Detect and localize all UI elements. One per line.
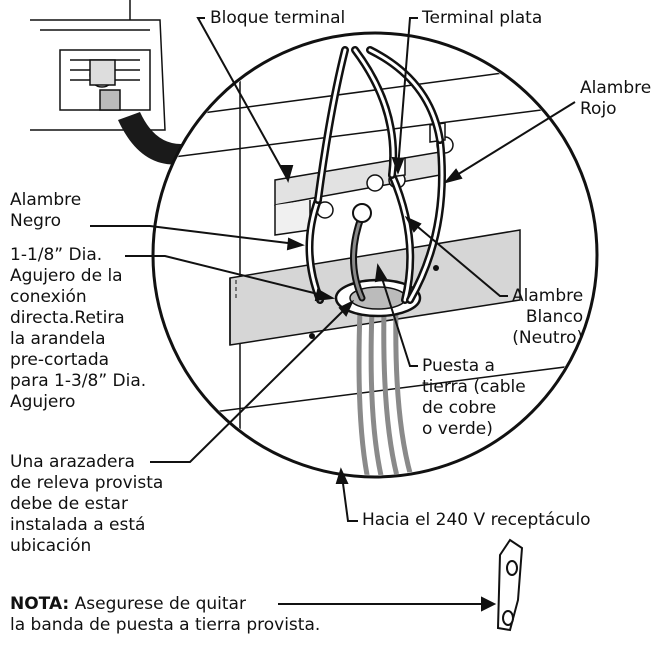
label-agujero-line: 1-1/8” Dia.	[10, 245, 103, 265]
label-arazadera-line: debe de estar	[10, 494, 128, 514]
label-alambre-negro-line1: Alambre	[10, 190, 82, 210]
inset-range-back	[30, 0, 166, 131]
label-receptaculo: Hacia el 240 V receptáculo	[362, 510, 591, 530]
ground-strap-icon	[496, 538, 524, 632]
label-arazadera-line: instalada a está	[10, 515, 146, 535]
label-alambre-blanco-line: Blanco	[525, 307, 584, 327]
cable-bundle	[356, 309, 415, 475]
label-puesta-tierra-line: tierra (cable	[422, 377, 526, 397]
label-alambre-negro: Alambre Negro	[10, 190, 81, 232]
label-arazadera-line: de releva provista	[10, 473, 164, 493]
label-alambre-blanco-line: (Neutro)	[512, 328, 584, 348]
nota-bold: NOTA:	[10, 594, 70, 614]
label-nota-line1: NOTA: Asegurese de quitar	[10, 594, 320, 615]
label-agujero-line: la arandela	[10, 329, 106, 349]
leader-lines	[90, 17, 576, 612]
label-agujero-line: Agujero de la	[10, 266, 123, 286]
label-arazadera: Una arazadera de releva provista debe de…	[10, 452, 163, 557]
label-agujero-line: Agujero	[10, 392, 76, 412]
label-puesta-tierra-line: o verde)	[422, 419, 493, 439]
nota-text: Asegurese de quitar	[69, 594, 246, 614]
label-arazadera-line: Una arazadera	[10, 452, 135, 472]
label-agujero-line: conexión	[10, 287, 87, 307]
label-arazadera-line: ubicación	[10, 536, 92, 556]
label-alambre-negro-line2: Negro	[10, 211, 61, 231]
label-nota: NOTA: Asegurese de quitar la banda de pu…	[10, 594, 320, 636]
label-agujero-line: pre-cortada	[10, 350, 110, 370]
label-alambre-rojo-line1: Alambre	[580, 78, 652, 98]
label-puesta-tierra-line: Puesta a	[422, 356, 495, 376]
magnified-view	[151, 31, 599, 479]
label-puesta-tierra-line: de cobre	[422, 398, 497, 418]
label-alambre-rojo: Alambre Rojo	[580, 78, 651, 120]
label-agujero: 1-1/8” Dia. Agujero de la conexión direc…	[10, 245, 146, 413]
label-puesta-tierra: Puesta a tierra (cable de cobre o verde)	[422, 356, 526, 440]
label-alambre-blanco-line: Alambre	[512, 286, 584, 306]
label-nota-line2: la banda de puesta a tierra provista.	[10, 615, 321, 635]
label-terminal-plata: Terminal plata	[422, 8, 543, 28]
label-agujero-line: directa.Retira	[10, 308, 125, 328]
label-bloque-terminal: Bloque terminal	[210, 8, 346, 28]
label-alambre-blanco: Alambre Blanco (Neutro)	[512, 286, 583, 349]
label-agujero-line: para 1-3/8” Dia.	[10, 371, 147, 391]
label-alambre-rojo-line2: Rojo	[580, 99, 617, 119]
